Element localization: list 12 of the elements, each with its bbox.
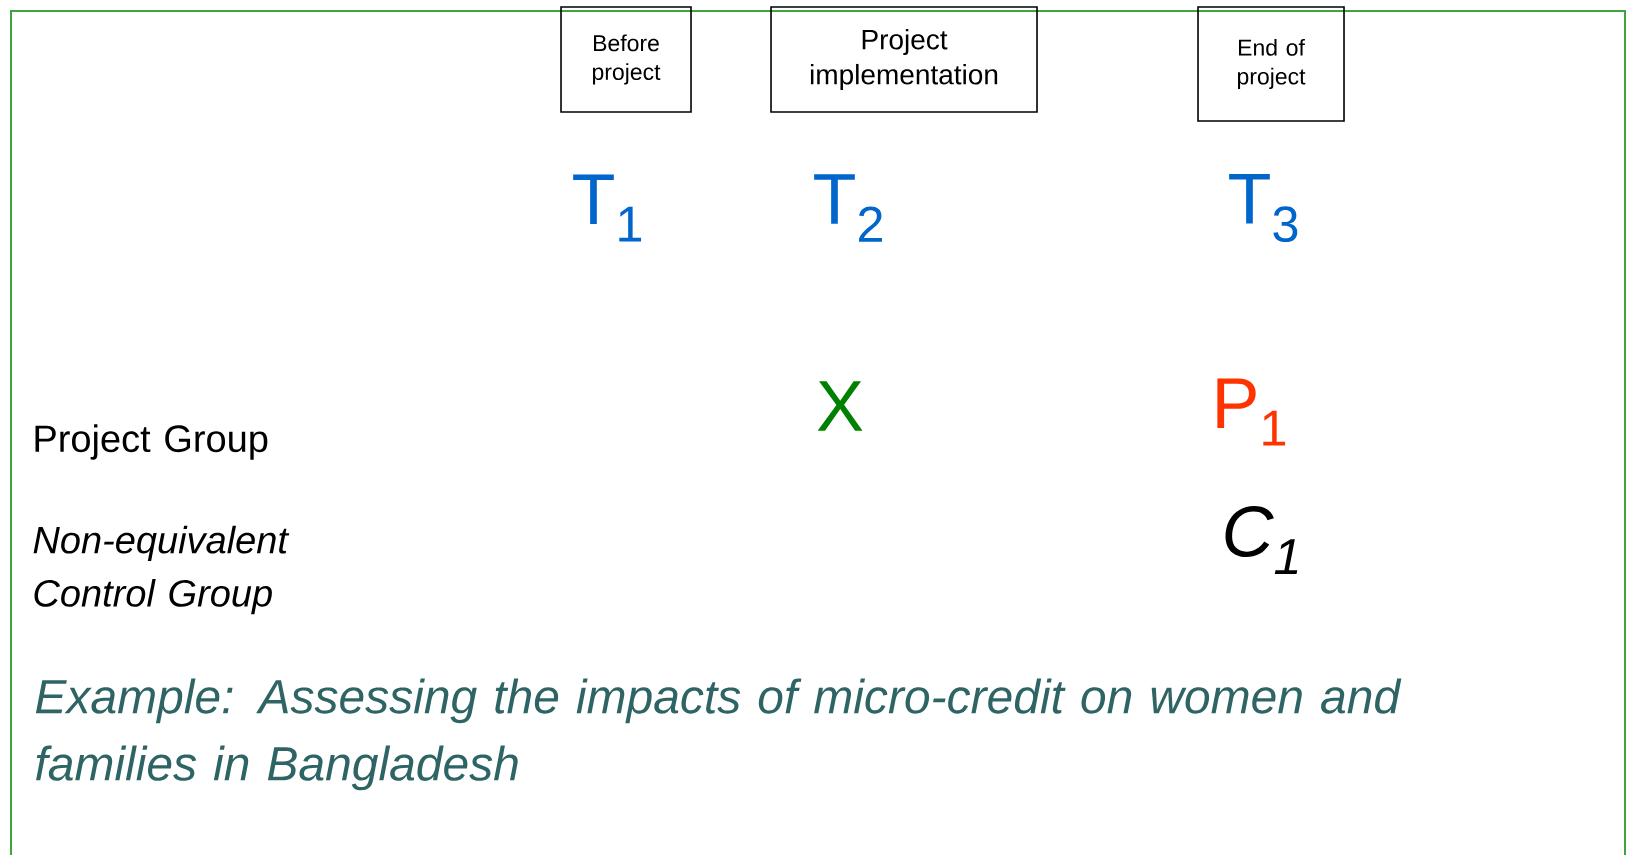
- observation-label: C$_{1}$: [1225, 506, 1298, 574]
- treatment-mark: X: [817, 381, 863, 431]
- example-text: Example: Assessing the impacts of micro-credit on women and families in Bangladesh: [35, 678, 1402, 791]
- group-label: Project Group: [35, 424, 268, 460]
- stage-box: Project implementation: [770, 6, 1038, 113]
- time-label: T$_{2}$: [814, 174, 882, 242]
- stage-box: Before project: [560, 6, 692, 113]
- group-label: Non-equivalent Control Group: [33, 525, 290, 615]
- time-label: T$_{3}$: [1229, 173, 1298, 243]
- stage-box: End of project: [1197, 6, 1345, 122]
- observation-label: P$_{1}$: [1217, 378, 1286, 446]
- time-label: T$_{1}$: [573, 174, 642, 242]
